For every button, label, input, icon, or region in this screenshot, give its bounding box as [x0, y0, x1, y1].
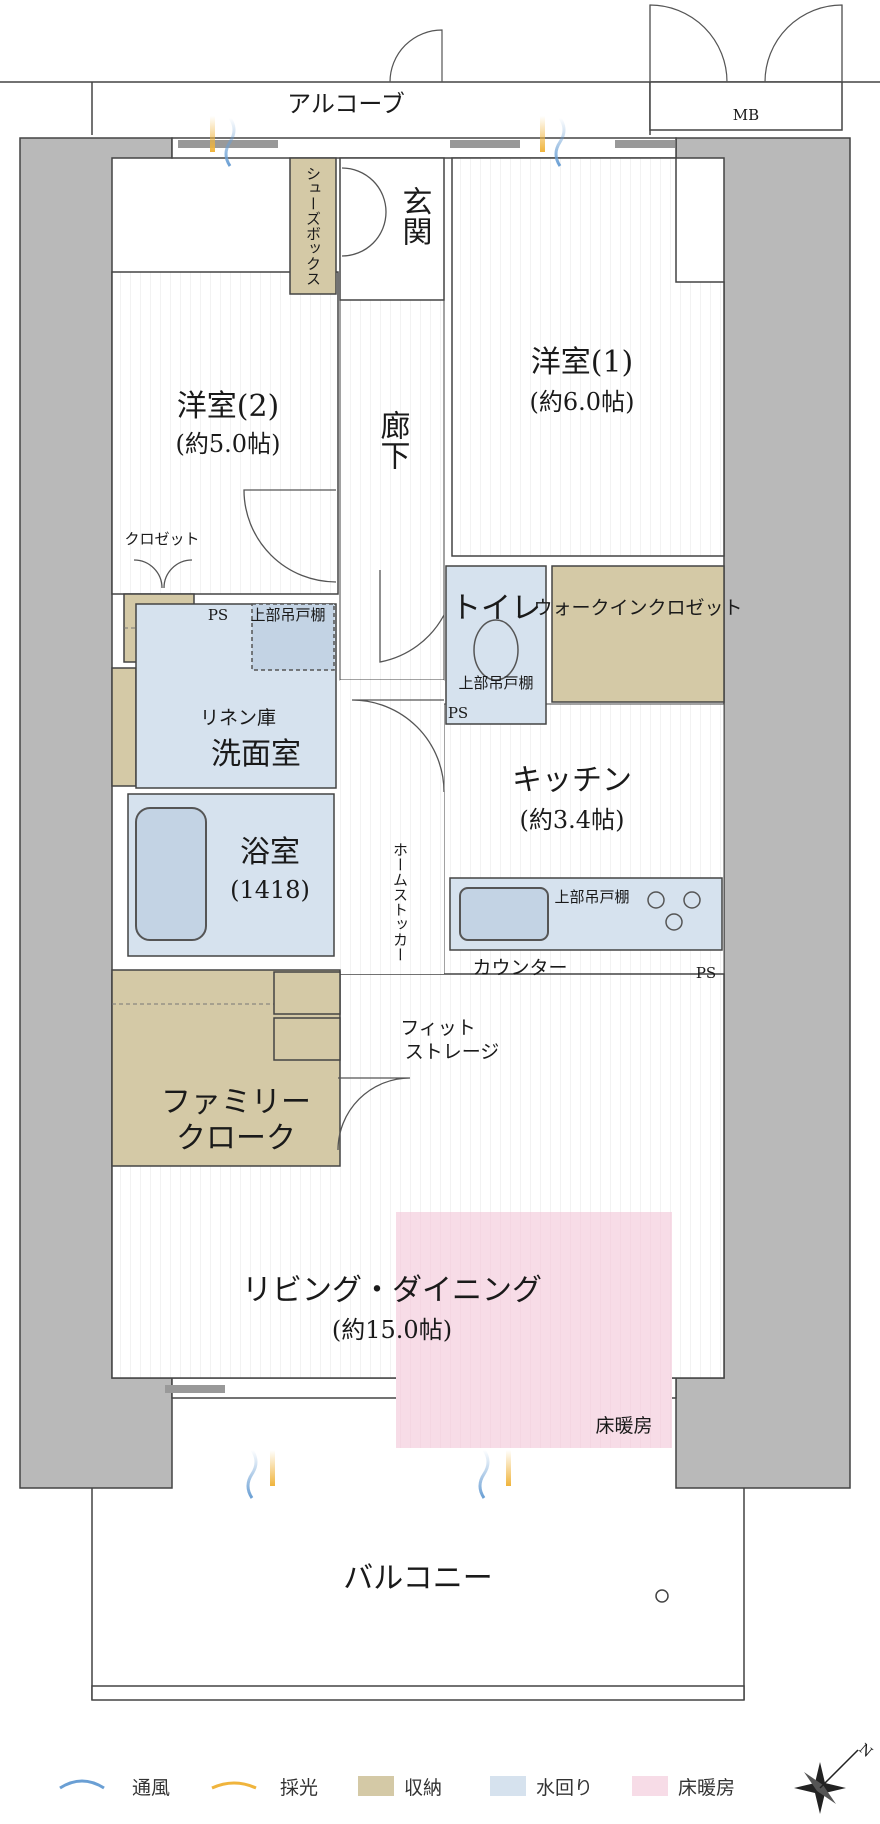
kitchen-label: キッチン	[512, 763, 632, 798]
balcony-label: バルコニー	[343, 1561, 492, 1596]
western-room-1-label: 洋室(1)	[531, 345, 634, 380]
walk-in-closet-box	[551, 565, 725, 703]
living-size: (約15.0帖)	[332, 1316, 452, 1344]
ventilation-light-marks	[210, 116, 566, 1499]
legend: 通風 採光 収納 水回り 床暖房	[59, 1776, 735, 1799]
ps-label-toilet: PS	[448, 704, 468, 722]
living-floor-upper	[340, 680, 444, 974]
entrance-label: 玄関	[397, 186, 432, 246]
western-room-2-size: (約5.0帖)	[176, 430, 281, 458]
light-icon	[211, 1781, 257, 1790]
floor-heating-swatch	[632, 1776, 668, 1796]
doors	[133, 167, 445, 1151]
western-room-1-size: (約6.0帖)	[530, 388, 635, 416]
toilet-bowl	[473, 619, 519, 681]
legend-light-label: 採光	[280, 1777, 318, 1799]
legend-light: 採光	[211, 1777, 318, 1799]
bathroom-size: (1418)	[230, 876, 310, 904]
legend-wind-label: 通風	[132, 1777, 170, 1799]
bathroom-label: 浴室	[240, 835, 300, 870]
washroom-label: 洗面室	[211, 737, 301, 772]
wet-area-swatch	[490, 1776, 526, 1796]
legend-heating-label: 床暖房	[678, 1777, 735, 1799]
mb-label: MB	[733, 106, 759, 124]
living-label: リビング・ダイニング	[242, 1273, 542, 1308]
shoe-box	[289, 157, 337, 295]
legend-heating: 床暖房	[632, 1776, 735, 1799]
upper-cabinet-label-kitchen: 上部吊戸棚	[554, 888, 629, 906]
north-label: N	[855, 1741, 875, 1761]
linen-label: リネン庫	[200, 707, 276, 729]
closet-label: クロゼット	[124, 530, 199, 548]
kitchen-size: (約3.4帖)	[520, 806, 625, 834]
fit-storage-label-2: ストレージ	[405, 1041, 500, 1063]
alcove-label: アルコーブ	[287, 90, 405, 118]
legend-storage: 収納	[358, 1776, 442, 1799]
fit-storage-label-1: フィット	[400, 1017, 476, 1039]
legend-wind: 通風	[59, 1777, 170, 1799]
counter-label: カウンター	[472, 957, 567, 979]
kitchen-sink	[459, 887, 549, 941]
ps-label-left: PS	[208, 606, 228, 624]
linen-storage	[111, 667, 137, 787]
western-room-1-floor	[451, 157, 725, 557]
western-room-2-label: 洋室(2)	[177, 389, 280, 424]
shoe-box-label: シューズボックス	[304, 166, 322, 286]
floor-heating-area	[396, 1212, 672, 1448]
toilet-floor	[445, 565, 547, 725]
fit-storage-bottom	[273, 1017, 341, 1061]
legend-wet: 水回り	[490, 1776, 593, 1799]
washbasin	[251, 603, 335, 671]
corridor-label: 廊下	[375, 410, 411, 470]
compass-icon: N	[794, 1741, 875, 1814]
legend-storage-label: 収納	[404, 1777, 442, 1799]
wind-icon	[59, 1779, 105, 1790]
corridor-floor	[339, 299, 445, 681]
western-room-2-floor	[111, 271, 339, 595]
home-stocker-label: ホームストッカー	[391, 842, 409, 962]
wet-areas	[127, 565, 723, 957]
toilet-label: トイレ	[451, 591, 541, 626]
storage-swatch	[358, 1776, 394, 1796]
walk-in-closet-label: ウォークインクロゼット	[533, 597, 742, 619]
fit-storage-top	[273, 971, 341, 1015]
upper-cabinet-label-toilet: 上部吊戸棚	[458, 674, 533, 692]
upper-cabinet-label-wash: 上部吊戸棚	[250, 606, 325, 624]
alcove-area	[0, 4, 880, 135]
stove-burners-icon	[647, 891, 701, 931]
floor-heating-label: 床暖房	[595, 1415, 652, 1437]
entrance-floor	[339, 157, 445, 301]
ps-label-kitchen: PS	[696, 964, 716, 982]
bathtub	[135, 807, 207, 941]
family-cloak-label-1: ファミリー	[161, 1085, 311, 1120]
balcony	[91, 1488, 745, 1701]
family-cloak-label-2: クローク	[176, 1121, 296, 1156]
legend-wet-label: 水回り	[536, 1777, 593, 1799]
room-floors	[111, 157, 725, 1448]
room-labels: アルコーブ MB シューズボックス 玄関 洋室(1) (約6.0帖) 洋室(2)…	[124, 90, 759, 1596]
